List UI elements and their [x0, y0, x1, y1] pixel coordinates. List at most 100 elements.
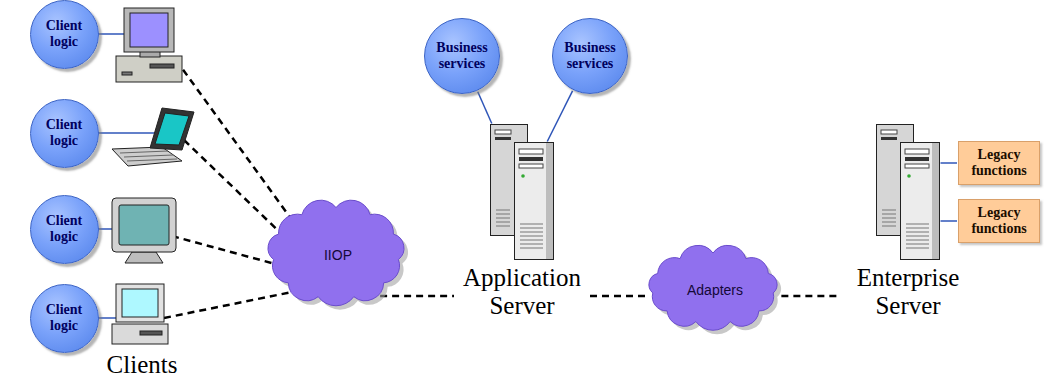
vent-line [906, 232, 929, 233]
monitor-computer [119, 205, 169, 245]
laptop-computer [112, 147, 182, 166]
vent-line [520, 224, 543, 225]
drive-bay [495, 130, 511, 134]
vent-line [520, 244, 543, 245]
small-pc-computer [140, 331, 162, 335]
server-tower [876, 124, 940, 260]
node-text: Client logic [38, 18, 90, 49]
node-text: Client logic [38, 213, 90, 244]
vent-line [520, 240, 543, 241]
vent-line [882, 218, 896, 219]
network-dashed-line [164, 292, 292, 318]
server-label: Application Server [457, 264, 587, 319]
node-text: IIOP [324, 247, 352, 263]
monitor-computer [112, 198, 176, 252]
node-text: Business services [432, 40, 492, 71]
vent-line [882, 214, 896, 215]
power-light [907, 174, 911, 178]
vent-line [520, 232, 543, 233]
client-logic-circle: Client logic [30, 99, 99, 168]
vent-line [496, 222, 510, 223]
network-connector [590, 295, 649, 298]
node-text: Business services [560, 40, 620, 71]
node-text: Client logic [38, 302, 90, 333]
drive-bay [519, 149, 543, 154]
drive-bay [519, 164, 543, 168]
node-text: Legacy functions [964, 147, 1034, 179]
vent-line [906, 240, 929, 241]
drive-bay [519, 157, 543, 161]
drive-bay [881, 137, 897, 140]
server-icon: Application Server [453, 124, 591, 321]
vent-line [496, 226, 510, 227]
laptop-computer [127, 159, 177, 161]
service-circle: Business services [424, 18, 500, 94]
server-side [932, 143, 939, 259]
group-label: Clients [107, 352, 178, 378]
network-dashed-line [164, 60, 292, 318]
vent-line [906, 236, 929, 237]
desktop-computer [116, 8, 182, 82]
laptop-computer [120, 151, 168, 153]
legacy-box: Legacy functions [958, 199, 1040, 243]
node-text: Adapters [687, 282, 743, 298]
client-logic-circle: Client logic [30, 0, 99, 69]
drive-bay [905, 157, 929, 161]
client-logic-circle: Client logic [30, 195, 99, 264]
vent-line [882, 222, 896, 223]
desktop-computer [150, 64, 174, 68]
link-connector [547, 91, 572, 142]
network-connector [380, 295, 454, 298]
desktop-computer [122, 72, 132, 75]
adapter-cloud: Adapters [632, 237, 798, 343]
vent-line [520, 228, 543, 229]
desktop-computer [124, 8, 174, 52]
laptop-computer [155, 113, 189, 145]
vent-line [906, 248, 929, 249]
cloud-shape [268, 200, 404, 306]
vent-line [496, 214, 510, 215]
drive-bay [905, 164, 929, 168]
small-pc-computer [112, 284, 168, 344]
node-text: Legacy functions [964, 205, 1034, 237]
vent-line [496, 218, 510, 219]
node-text: Client logic [38, 117, 90, 148]
small-pc-computer [116, 284, 164, 322]
drive-bay [495, 137, 511, 140]
laptop-computer [124, 155, 173, 157]
network-connector [781, 295, 840, 298]
drive-bay [905, 149, 929, 154]
vent-line [906, 228, 929, 229]
drive-bay [881, 130, 897, 134]
small-pc-computer [112, 324, 168, 344]
laptop-computer [112, 108, 194, 166]
power-light [521, 174, 525, 178]
vent-line [882, 226, 896, 227]
link-connector [941, 220, 958, 222]
client-logic-circle: Client logic [30, 284, 99, 353]
service-circle: Business services [552, 18, 628, 94]
vent-line [520, 236, 543, 237]
cloud-shape [649, 245, 777, 330]
vent-line [496, 210, 510, 211]
server-icon: Enterprise Server [839, 124, 977, 321]
link-connector [478, 92, 492, 124]
network-cloud: IIOP [252, 187, 424, 323]
legacy-box: Legacy functions [958, 141, 1040, 185]
laptop-computer [150, 108, 194, 150]
server-tower [490, 124, 554, 260]
network-dashed-line [184, 140, 290, 242]
vent-line [906, 224, 929, 225]
network-dashed-line [176, 60, 292, 220]
desktop-computer [130, 13, 168, 47]
monitor-computer [112, 198, 176, 263]
vent-line [906, 244, 929, 245]
monitor-computer [125, 252, 163, 263]
server-label: Enterprise Server [843, 264, 973, 319]
small-pc-computer [122, 289, 158, 317]
server-tower-front [515, 143, 554, 260]
desktop-computer [116, 56, 182, 82]
server-tower-front [901, 143, 940, 260]
